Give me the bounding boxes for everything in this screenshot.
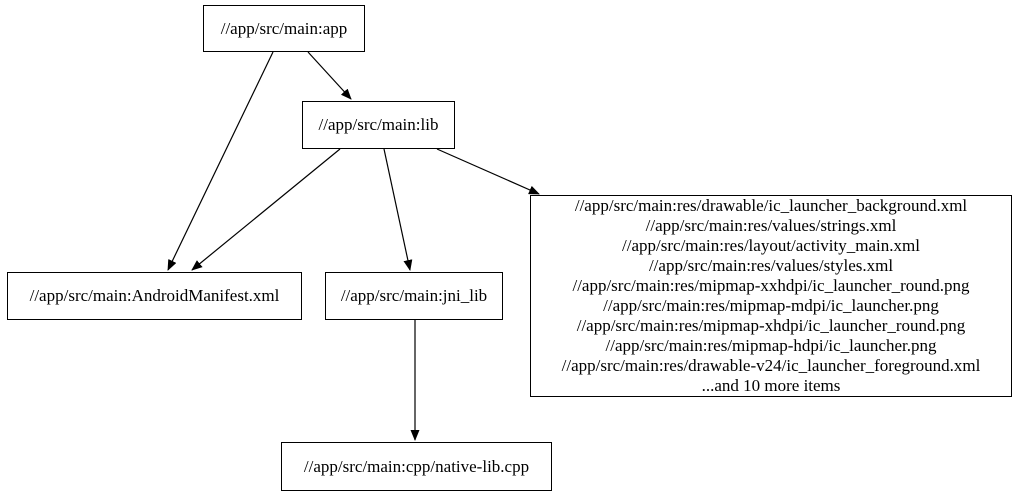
node-resources: //app/src/main:res/drawable/ic_launcher_… [530, 195, 1012, 397]
node-android-manifest-label: //app/src/main:AndroidManifest.xml [29, 286, 280, 305]
edge-app-to-lib [307, 51, 352, 100]
resource-line: //app/src/main:res/drawable-v24/ic_launc… [561, 356, 981, 375]
resource-line: //app/src/main:res/drawable/ic_launcher_… [574, 196, 968, 215]
resource-line: //app/src/main:res/mipmap-hdpi/ic_launch… [605, 336, 937, 355]
edge-app-to-android-manifest [167, 51, 274, 271]
node-jni-lib-label: //app/src/main:jni_lib [340, 286, 488, 305]
edge-lib-to-jni-lib [383, 148, 413, 271]
node-android-manifest: //app/src/main:AndroidManifest.xml [7, 272, 302, 320]
edge-lib-to-resources [436, 148, 540, 195]
resource-line: //app/src/main:res/mipmap-xhdpi/ic_launc… [576, 316, 966, 335]
node-lib-label: //app/src/main:lib [318, 115, 439, 134]
node-native-lib-cpp: //app/src/main:cpp/native-lib.cpp [281, 442, 552, 491]
resource-line: //app/src/main:res/mipmap-xxhdpi/ic_laun… [572, 276, 970, 295]
resource-line: //app/src/main:res/layout/activity_main.… [622, 236, 920, 255]
resource-line: //app/src/main:res/values/strings.xml [645, 216, 897, 235]
node-app: //app/src/main:app [203, 5, 365, 52]
node-jni-lib: //app/src/main:jni_lib [325, 272, 503, 320]
resource-line: //app/src/main:res/values/styles.xml [648, 256, 894, 275]
resource-line: //app/src/main:res/mipmap-mdpi/ic_launch… [603, 296, 939, 315]
node-native-lib-cpp-label: //app/src/main:cpp/native-lib.cpp [303, 456, 530, 476]
node-lib: //app/src/main:lib [302, 101, 455, 149]
node-app-label: //app/src/main:app [220, 18, 348, 38]
edge-lib-to-android-manifest [191, 148, 341, 271]
resource-more-items-line: ...and 10 more items [701, 376, 841, 395]
